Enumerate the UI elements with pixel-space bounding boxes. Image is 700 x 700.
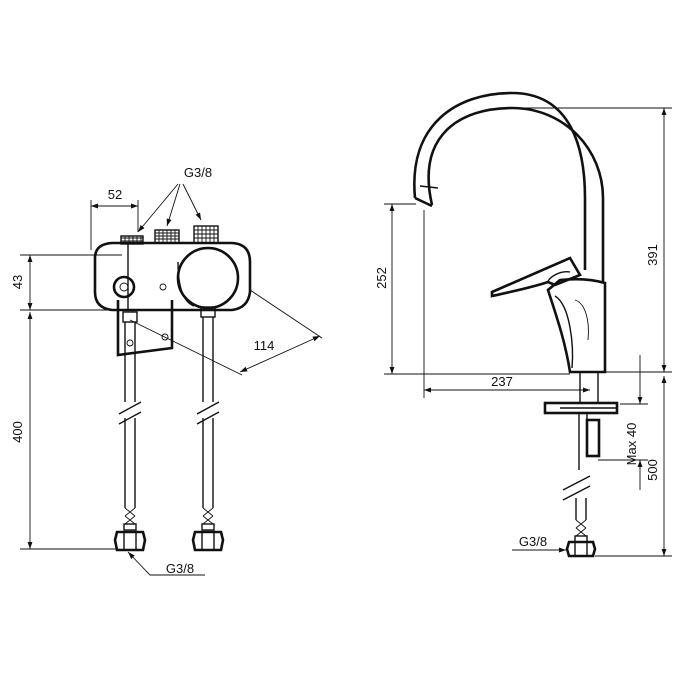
spout-ring [419,185,439,189]
top-connector-middle [154,229,180,244]
hose-lower [575,498,587,520]
hose-break [562,475,591,501]
mounting-bolt [585,418,601,458]
hose-left-nut [113,530,147,552]
dim-max-thickness: Max 40 [624,423,639,466]
valve-body [93,241,252,312]
dim-width-52: 52 [108,187,122,202]
left-dimensions: 52 G3/8 43 400 114 G3/8 [10,165,323,576]
valve-cap [176,246,240,310]
side-port-center [119,282,129,292]
body-highlight [574,299,589,341]
hose-upper [578,413,588,470]
body-pin [159,283,167,291]
faucet-body [546,277,607,374]
hose-right-nut [191,530,225,552]
dim-hose-length-400: 400 [10,421,25,443]
hose-right [191,306,225,552]
valve-assembly [93,225,252,552]
spout-inner [413,91,587,270]
plate-screw-hole [161,333,169,341]
spout [427,106,605,283]
hose-nut [565,540,597,558]
hose-braid [575,519,587,537]
side-port [112,275,136,299]
plate-screw-hole [126,339,134,347]
dim-total-height-391: 391 [645,244,660,266]
top-connector-left [120,235,144,245]
dim-hose-length-500: 500 [645,459,660,481]
dim-depth-114: 114 [254,338,275,353]
cap-shading [177,261,195,307]
dim-reach-237: 237 [491,374,513,389]
top-connector-right [193,225,219,244]
hose-left [113,311,147,552]
hose-nut-flats [574,542,588,556]
thread-label-bottom: G3/8 [166,561,194,576]
mounting-plate [116,300,174,357]
faucet-assembly [413,91,619,558]
lever-handle [490,256,582,298]
dim-spout-height-252: 252 [374,267,389,289]
shank [579,372,599,402]
body-contour [554,295,574,369]
lever-joint [547,270,571,283]
thread-label-top: G3/8 [184,165,212,180]
thread-label-right: G3/8 [519,534,547,549]
dim-body-height-43: 43 [10,275,25,289]
spout-outlet [414,196,433,208]
right-dimensions: 252 391 237 Max 40 500 G3/8 [374,107,672,557]
